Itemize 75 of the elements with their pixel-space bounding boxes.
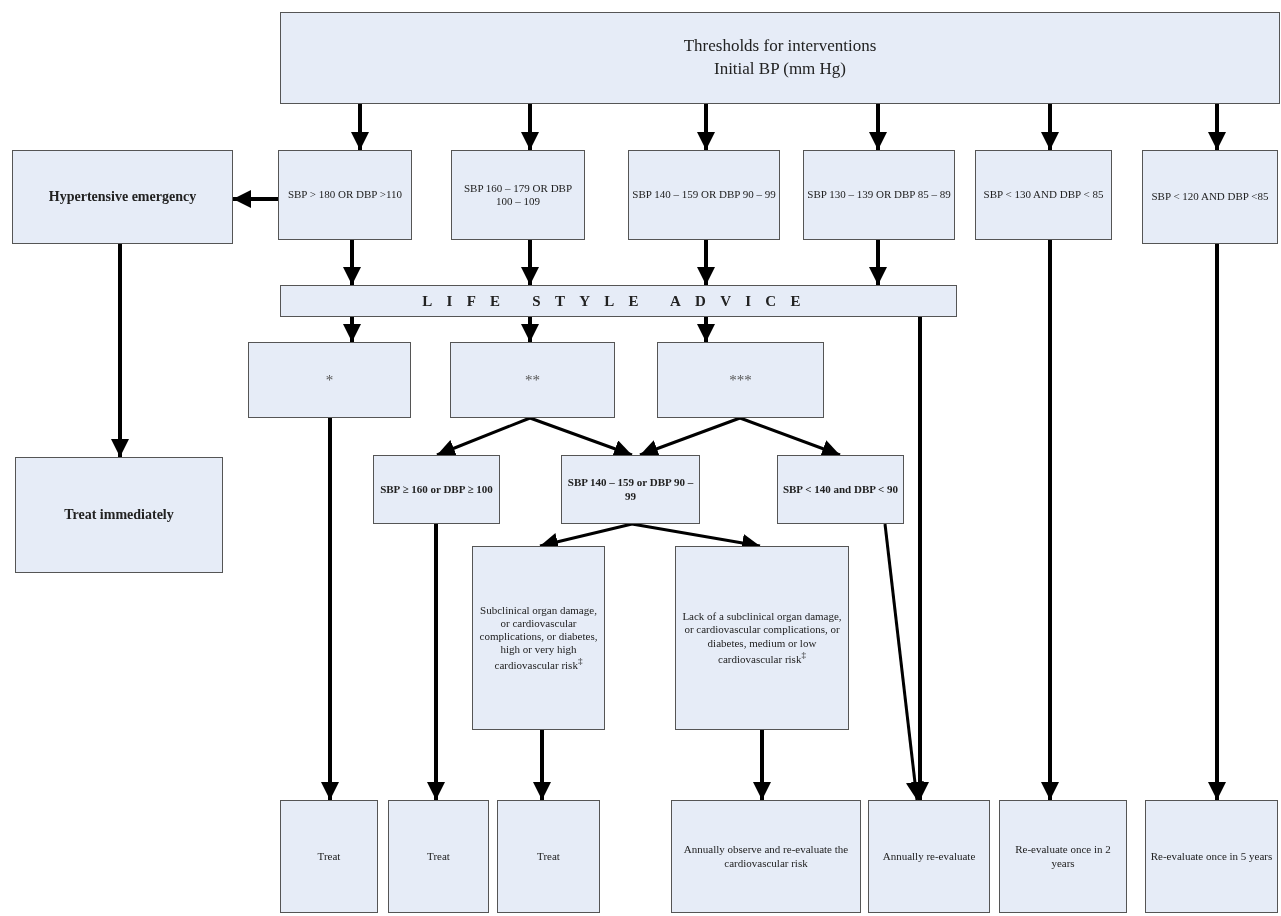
process-box <box>450 342 615 418</box>
arrow <box>521 104 539 150</box>
process-box <box>868 800 990 913</box>
process-box <box>280 12 1280 104</box>
box-text: ** <box>525 371 540 389</box>
process-box <box>472 546 605 730</box>
arrow <box>883 523 924 801</box>
process-box <box>248 342 411 418</box>
process-box <box>278 150 412 240</box>
process-box <box>671 800 861 913</box>
arrow <box>533 730 551 800</box>
arrow <box>697 317 715 342</box>
box-text: *** <box>729 371 752 389</box>
box-text: SBP ≥ 160 or DBP ≥ 100 <box>380 482 493 497</box>
arrow <box>233 190 278 208</box>
arrow <box>697 240 715 285</box>
process-box <box>1142 150 1278 244</box>
box-text: SBP < 140 and DBP < 90 <box>782 482 899 497</box>
box-text: SBP 160 – 179 OR DBP 100 – 109 <box>462 181 574 209</box>
box-text: Re-evaluate once in 2 years <box>1014 843 1112 870</box>
box-text: Lack of a subclinical organ damage, or cardiovascular complications, or diabetes, medium or low cardiovascular risk$^{‡}$ <box>681 610 843 666</box>
box-text: Annually observe and re-evaluate the cardiovascular risk <box>682 843 850 870</box>
arrow <box>911 317 929 800</box>
process-box <box>975 150 1112 240</box>
process-box <box>451 150 585 240</box>
box-text: SBP > 180 OR DBP >110 <box>287 188 403 202</box>
arrow <box>1208 104 1226 150</box>
arrow <box>697 104 715 150</box>
box-text: SBP 140 – 159 or DBP 90 – 99 <box>566 476 695 503</box>
process-box <box>1145 800 1278 913</box>
box-text: Initial BP (mm Hg) <box>713 58 847 80</box>
arrow <box>521 317 539 342</box>
process-box <box>280 800 378 913</box>
arrow <box>521 240 539 285</box>
box-text: SBP 140 – 159 OR DBP 90 – 99 <box>632 188 776 202</box>
box-text: LIFE STYLE ADVICE <box>422 292 815 310</box>
arrow <box>1208 244 1226 800</box>
arrow <box>343 240 361 285</box>
process-box <box>497 800 600 913</box>
box-text: Hypertensive emergency <box>48 188 197 206</box>
arrow <box>436 416 531 457</box>
arrow <box>1041 104 1059 150</box>
process-box <box>999 800 1127 913</box>
arrow <box>343 317 361 342</box>
box-text: Subclinical organ damage, or cardiovascular complications, or diabetes, high or very high cardiovascular risk$^{‡}$ <box>478 603 599 673</box>
box-text: Re-evaluate once in 5 years <box>1150 849 1273 864</box>
box-text: * <box>325 371 334 389</box>
box-text: Annually re-evaluate <box>882 849 976 864</box>
arrow <box>321 418 339 800</box>
process-box <box>777 455 904 524</box>
arrow <box>111 244 129 457</box>
process-box <box>675 546 849 730</box>
arrow <box>869 104 887 150</box>
arrow <box>351 104 369 150</box>
process-box <box>628 150 780 240</box>
process-box <box>803 150 955 240</box>
process-box <box>15 457 223 573</box>
process-box <box>561 455 700 524</box>
box-text: SBP < 130 AND DBP < 85 <box>983 188 1104 202</box>
box-text: SBP 130 – 139 OR DBP 85 – 89 <box>807 188 951 202</box>
process-box <box>657 342 824 418</box>
box-text: Treat <box>427 849 450 864</box>
arrow <box>1041 240 1059 800</box>
process-box <box>280 285 957 317</box>
box-text: Treat <box>317 849 341 864</box>
arrow <box>427 524 445 800</box>
box-text: Treat immediately <box>64 506 174 524</box>
process-box <box>373 455 500 524</box>
box-text: SBP < 120 AND DBP <85 <box>1151 190 1269 204</box>
process-box <box>388 800 489 913</box>
box-text: Thresholds for interventions <box>683 35 877 58</box>
box-text: Treat <box>537 849 560 864</box>
arrow <box>869 240 887 285</box>
arrow <box>753 730 771 800</box>
process-box <box>12 150 233 244</box>
